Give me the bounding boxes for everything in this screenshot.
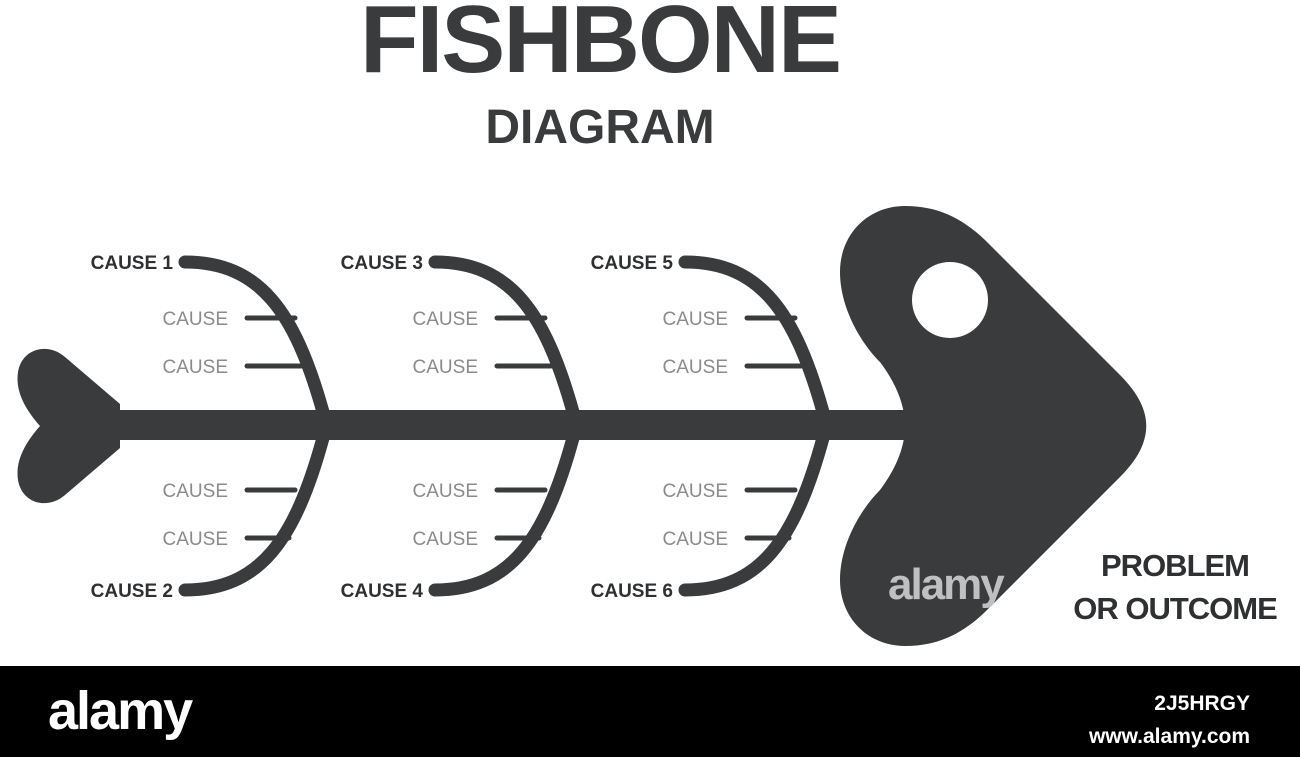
sub-cause-label: CAUSE (163, 309, 228, 330)
fish-spine (100, 410, 920, 440)
cause-2-bone (178, 431, 330, 597)
sub-cause-label: CAUSE (413, 529, 478, 550)
cause-1-bone (178, 255, 330, 419)
sub-cause-label: CAUSE (663, 309, 728, 330)
cause-3-label: CAUSE 3 (341, 253, 423, 274)
watermark-logo: alamy (888, 560, 1005, 609)
problem-outcome-label: PROBLEM OR OUTCOME (1050, 544, 1300, 631)
outcome-line-2: OR OUTCOME (1073, 591, 1278, 627)
sub-cause-label: CAUSE (163, 357, 228, 378)
cause-1-label: CAUSE 1 (91, 253, 174, 274)
footer-image-info: 2J5HRGY www.alamy.com (1089, 688, 1250, 753)
fishbone-diagram: CAUSE 1 CAUSE CAUSE CAUSE 2 CAUSE CAUSE CAUSE … (17, 206, 1147, 646)
diagram-subtitle: DIAGRAM (485, 101, 715, 154)
watermark-footer: alamy 2J5HRGY www.alamy.com (0, 666, 1300, 757)
cause-6-bone (678, 431, 830, 597)
outcome-line-1: PROBLEM (1101, 548, 1250, 583)
sub-cause-label: CAUSE (413, 357, 478, 378)
cause-3-bone (428, 255, 580, 419)
sub-cause-label: CAUSE (163, 529, 228, 550)
cause-5-label: CAUSE 5 (591, 253, 674, 274)
sub-cause-label: CAUSE (413, 481, 478, 502)
cause-2-label: CAUSE 2 (91, 581, 173, 602)
diagram-title: FISHBONE (359, 0, 842, 93)
fish-eye (912, 262, 988, 338)
cause-4-bone (428, 431, 580, 597)
sub-cause-label: CAUSE (663, 481, 728, 502)
sub-cause-label: CAUSE (663, 357, 728, 378)
fish-tail (17, 348, 120, 504)
cause-6-label: CAUSE 6 (591, 581, 673, 602)
footer-brand-logo: alamy (48, 681, 193, 741)
sub-cause-label: CAUSE (663, 529, 728, 550)
footer-image-id: 2J5HRGY (1154, 692, 1250, 715)
sub-cause-label: CAUSE (163, 481, 228, 502)
sub-cause-label: CAUSE (413, 309, 478, 330)
cause-5-bone (678, 255, 830, 419)
footer-site: www.alamy.com (1088, 724, 1250, 748)
cause-4-label: CAUSE 4 (341, 581, 424, 602)
